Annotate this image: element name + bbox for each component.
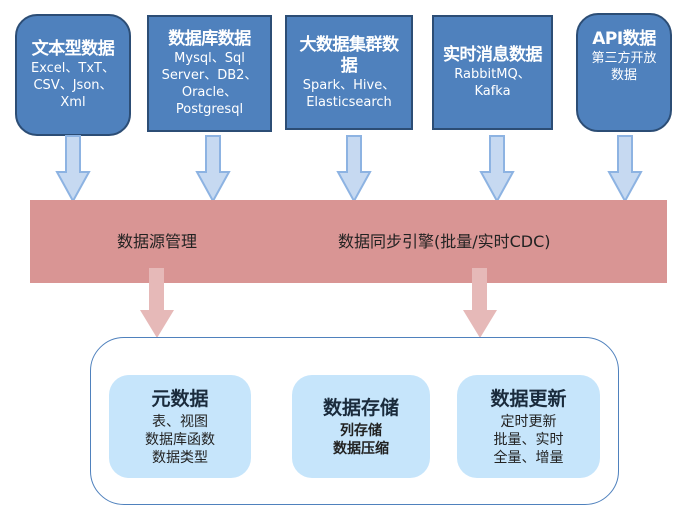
source-database-data: 数据库数据 Mysql、Sql Server、DB2、 Oracle、 Post… [147, 15, 272, 132]
source-title: 大数据集群数 [299, 34, 400, 55]
card-detail: 全量、增量 [493, 449, 564, 466]
card-metadata: 元数据 表、视图 数据库函数 数据类型 [109, 375, 251, 478]
card-detail: 列存储 [340, 422, 382, 439]
down-arrow-icon [607, 135, 643, 203]
source-text-data: 文本型数据 Excel、TxT、 CSV、Json、 Xml [15, 14, 131, 136]
source-title-cont: 据 [340, 55, 358, 76]
card-data-update: 数据更新 定时更新 批量、实时 全量、增量 [457, 375, 600, 478]
source-detail: Elasticsearch [306, 94, 392, 110]
card-detail: 批量、实时 [493, 431, 564, 448]
source-title: API数据 [592, 29, 656, 49]
card-title: 数据存储 [322, 396, 399, 419]
source-detail: Kafka [474, 84, 511, 99]
card-detail: 数据库函数 [145, 431, 215, 448]
card-data-storage: 数据存储 列存储 数据压缩 [292, 375, 430, 478]
source-title: 实时消息数据 [443, 45, 543, 65]
source-title: 文本型数据 [31, 39, 115, 59]
processing-band [30, 200, 667, 283]
down-arrow-icon [195, 135, 231, 203]
card-detail: 定时更新 [500, 413, 557, 430]
source-title: 数据库数据 [168, 29, 251, 49]
card-title: 元数据 [151, 387, 209, 410]
sync-engine-label: 数据同步引擎(批量/实时CDC) [338, 232, 551, 251]
source-detail: Spark、Hive、 [302, 77, 396, 93]
card-detail: 数据压缩 [333, 440, 389, 457]
source-detail: 数据 [610, 68, 637, 83]
down-arrow-icon [336, 135, 372, 203]
source-detail: CSV、Json、 [33, 78, 113, 93]
source-bigdata-cluster: 大数据集群数 据 Spark、Hive、 Elasticsearch [285, 15, 413, 130]
down-arrow-icon [140, 268, 174, 338]
source-detail: Excel、TxT、 [30, 61, 115, 76]
source-detail: Oracle、 [181, 85, 238, 100]
card-title: 数据更新 [490, 387, 567, 410]
source-detail: Postgresql [175, 102, 244, 117]
card-detail: 数据类型 [152, 449, 208, 466]
data-source-management-label: 数据源管理 [117, 232, 198, 251]
source-detail: Xml [60, 95, 86, 110]
down-arrow-icon [55, 135, 91, 203]
source-detail: Mysql、Sql [174, 51, 245, 66]
source-realtime-message: 实时消息数据 RabbitMQ、 Kafka [432, 15, 553, 130]
down-arrow-icon [463, 268, 497, 338]
down-arrow-icon [479, 135, 515, 203]
source-detail: Server、DB2、 [161, 68, 258, 83]
source-detail: RabbitMQ、 [454, 67, 531, 82]
source-detail: 第三方开放 [591, 51, 657, 66]
card-detail: 表、视图 [152, 413, 208, 430]
source-api-data: API数据 第三方开放 数据 [576, 13, 672, 132]
